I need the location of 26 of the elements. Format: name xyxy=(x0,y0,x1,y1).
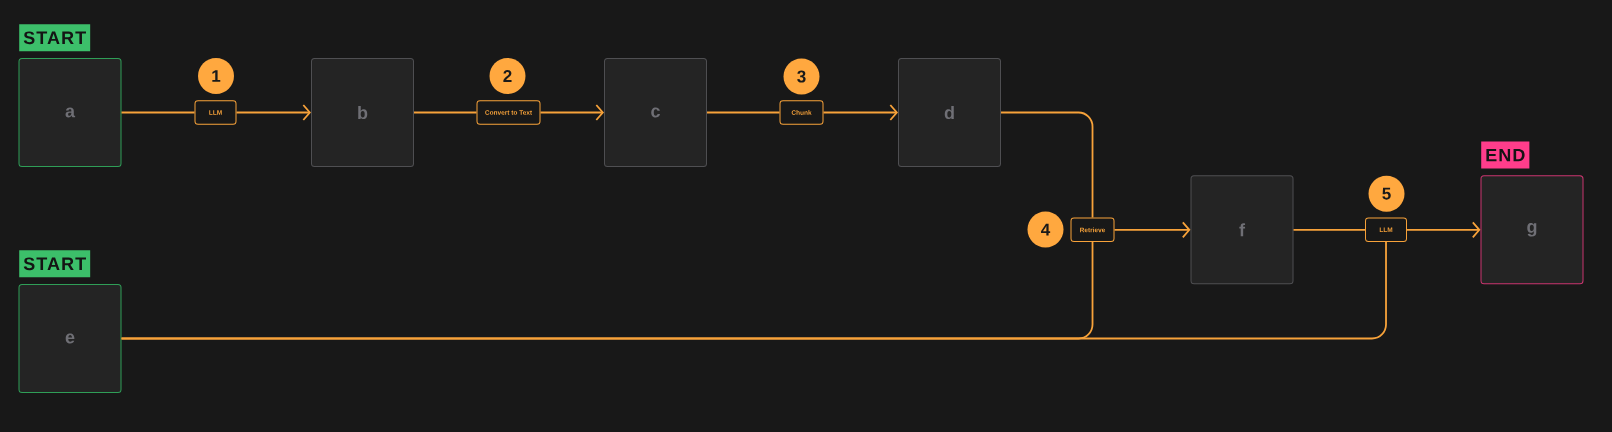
connector-line xyxy=(120,111,196,114)
connector-line xyxy=(413,111,478,114)
connector-line xyxy=(1292,228,1366,231)
callout-number: 5 xyxy=(1368,175,1405,212)
process-box: d xyxy=(898,58,1001,167)
process-box: f xyxy=(1190,175,1294,285)
arrow xyxy=(1113,221,1191,239)
tag-label: START xyxy=(19,250,91,278)
callout-number: 4 xyxy=(1027,211,1064,248)
process-box: g xyxy=(1480,175,1584,285)
process-box: b xyxy=(311,58,414,167)
tag-label: END xyxy=(1481,141,1530,169)
arrow xyxy=(235,104,311,121)
tag-label: START xyxy=(19,24,91,52)
connector-line xyxy=(1000,111,1094,219)
process-box: a xyxy=(18,58,122,167)
arrow xyxy=(539,104,604,121)
callout-number: 2 xyxy=(489,58,526,94)
process-box: e xyxy=(18,284,122,393)
callout-number: 3 xyxy=(783,58,820,95)
arrow xyxy=(822,104,898,121)
connector-line xyxy=(706,111,781,114)
connector-line xyxy=(120,241,1387,340)
arrow xyxy=(1406,221,1481,239)
process-box: c xyxy=(604,58,707,167)
callout-number: 1 xyxy=(198,58,234,94)
